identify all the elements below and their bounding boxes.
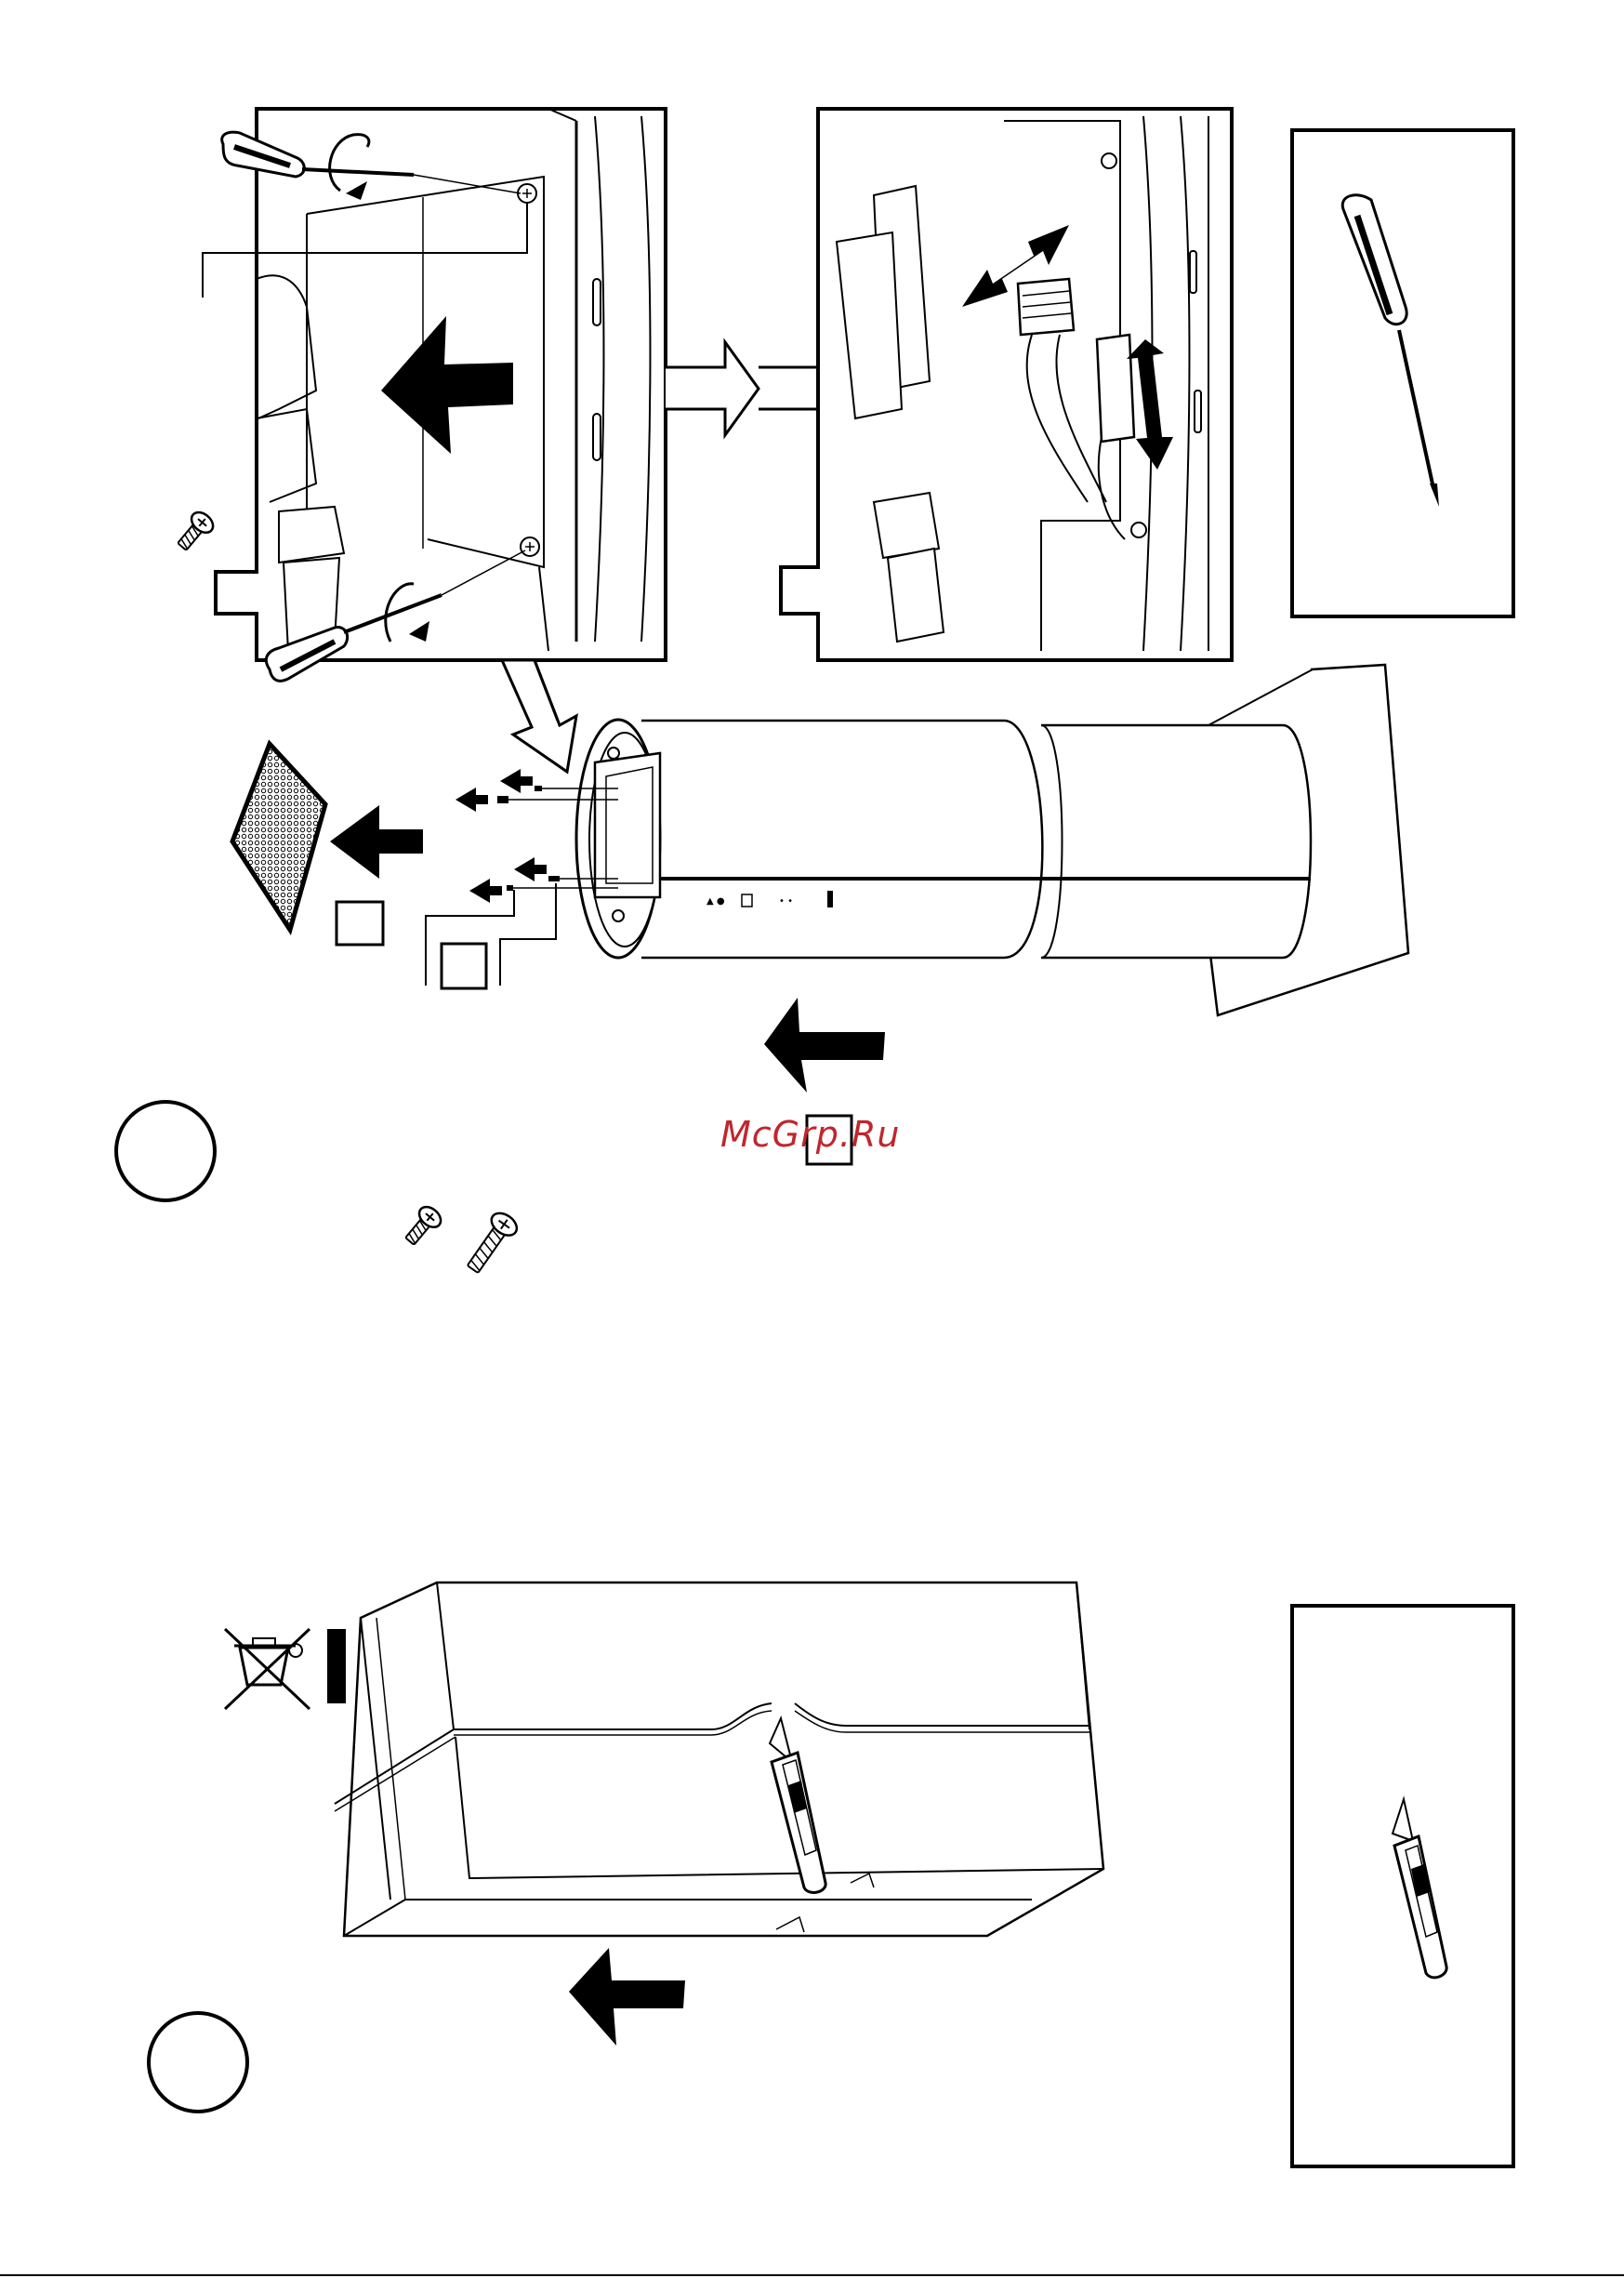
arrow-icon <box>764 998 885 1093</box>
svg-text:▲ ●: ▲ ● <box>706 896 725 907</box>
arrow-icon <box>330 805 423 879</box>
screw-icon <box>173 509 218 555</box>
panel-remove-panel <box>216 109 666 660</box>
svg-text:• •: • • <box>779 896 793 907</box>
grease-filter <box>232 744 325 930</box>
step-2-marker <box>149 2013 247 2112</box>
arrow-icon <box>569 1948 685 2046</box>
panel-disconnect-wiring <box>781 109 1232 660</box>
tool-box-knife <box>1292 1606 1513 2166</box>
callout-box <box>442 944 486 988</box>
watermark-text: McGrp.Ru <box>720 1114 925 1155</box>
arrow-icon <box>502 660 576 772</box>
screw-icon <box>401 1203 445 1250</box>
small-arrow-icons <box>456 769 547 903</box>
callout-box <box>337 902 383 945</box>
step-1-marker <box>116 1102 215 1200</box>
cylinder-hood: ▲ ● • • <box>576 665 1408 1015</box>
packaged-box <box>335 1583 1103 1936</box>
arrow-icon <box>666 342 759 435</box>
screw-icon <box>461 1209 521 1278</box>
weee-bin-icon <box>225 1629 346 1709</box>
tool-box-screwdriver <box>1292 130 1513 616</box>
